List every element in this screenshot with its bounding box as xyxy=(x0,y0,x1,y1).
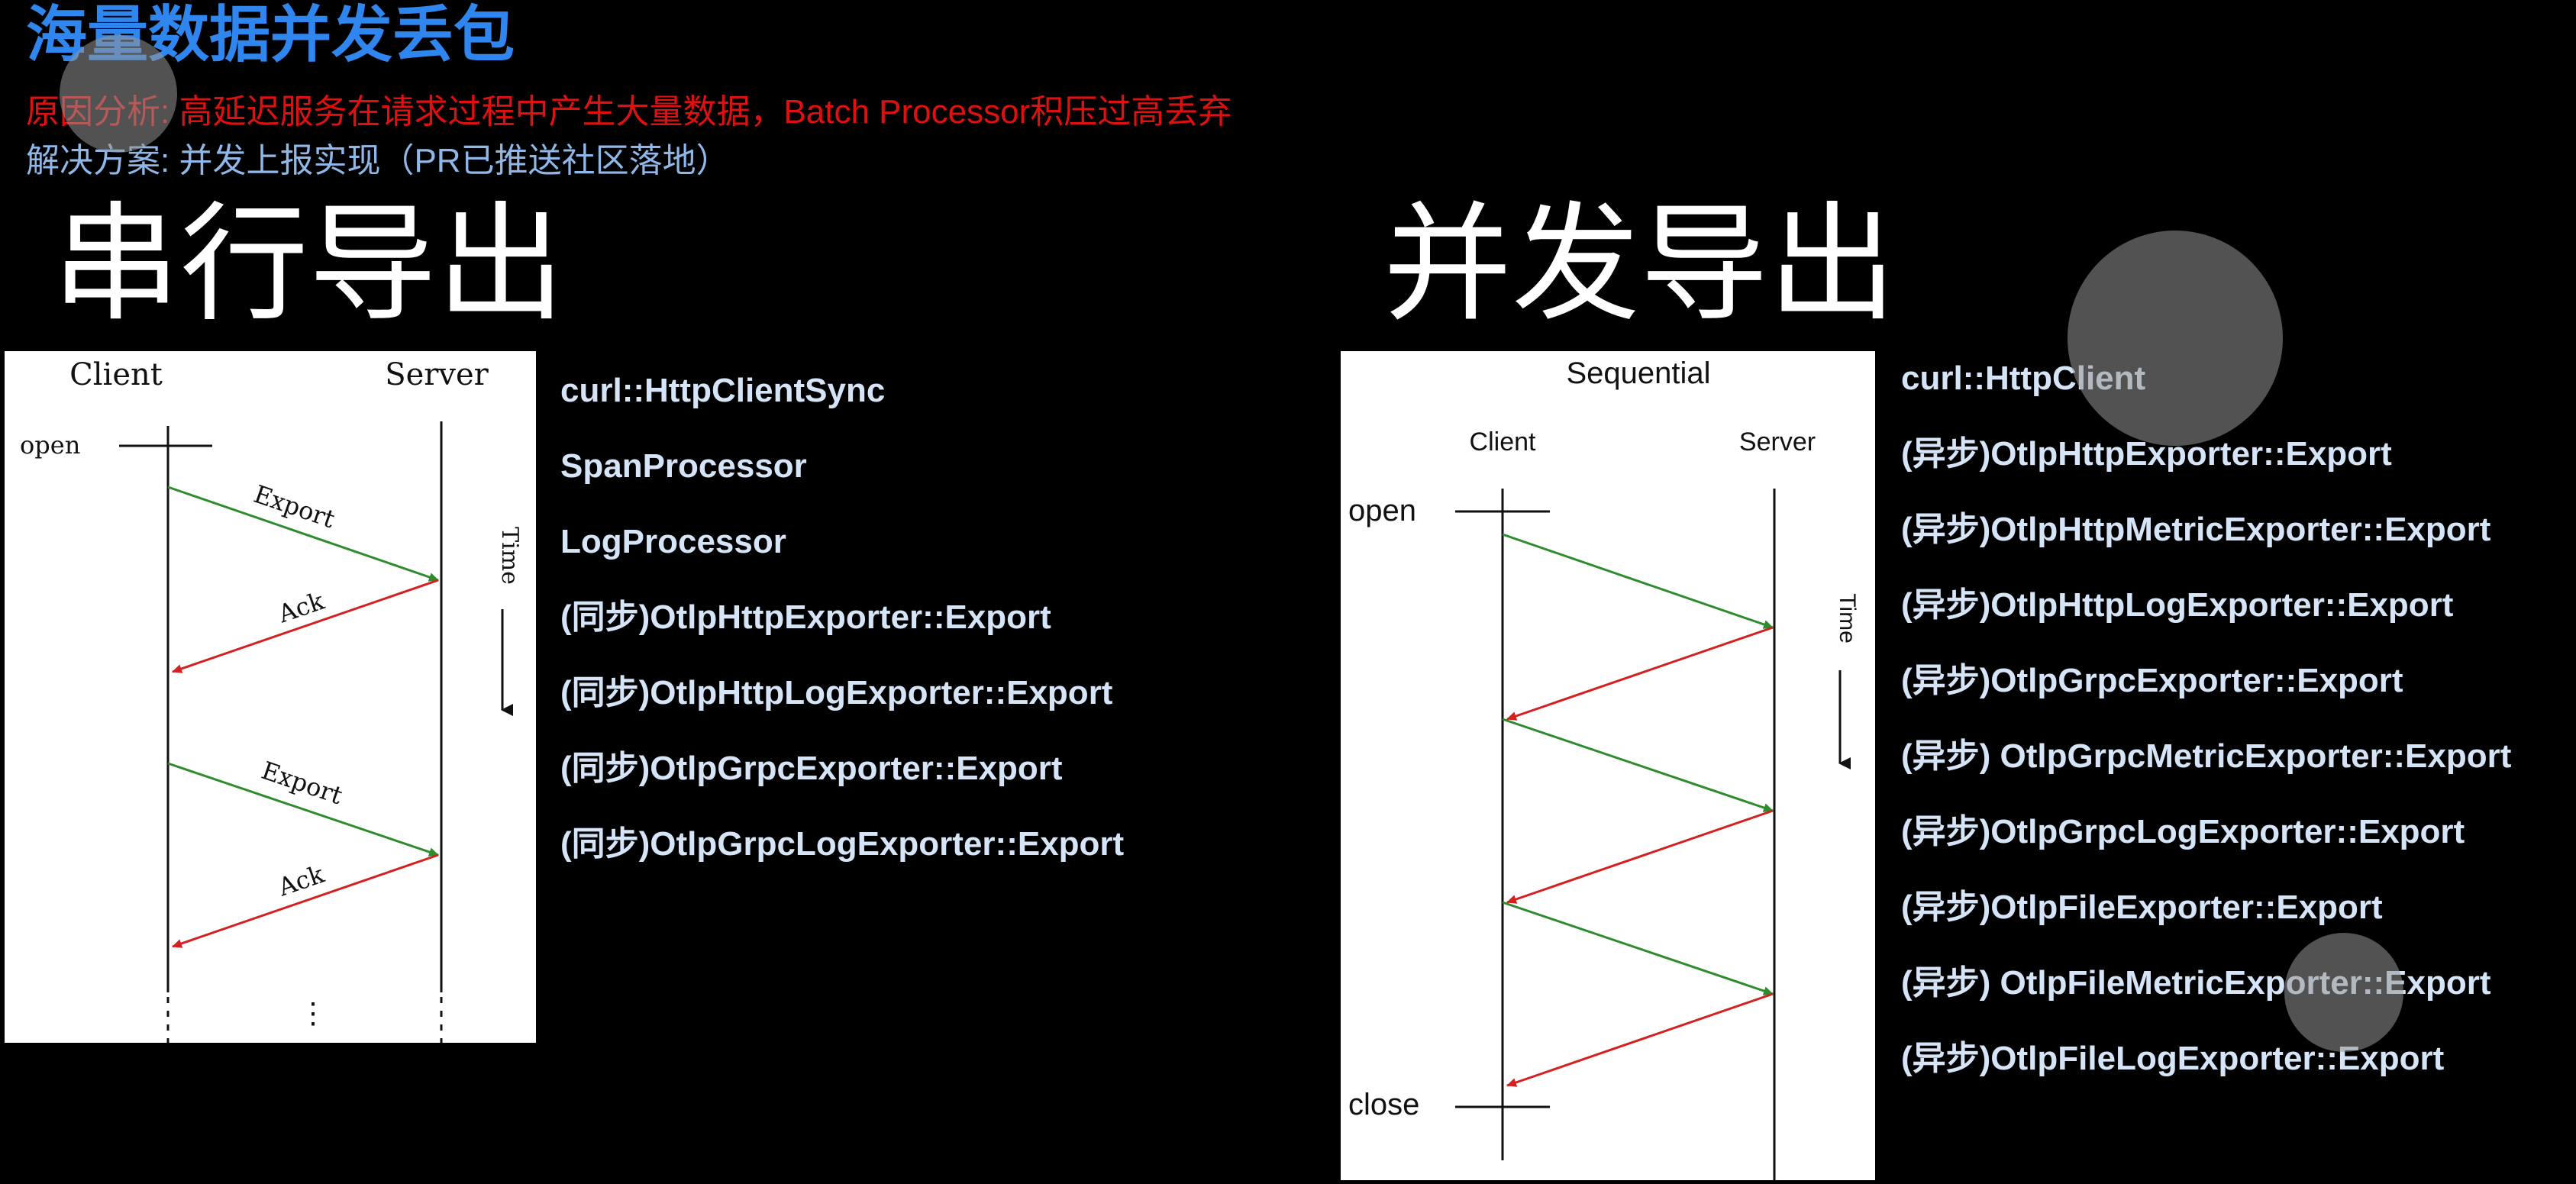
ack-arrow-2 xyxy=(172,853,439,948)
response-arrow-1 xyxy=(1506,626,1774,721)
list-item: LogProcessor xyxy=(560,523,786,560)
list-item: (异步)OtlpFileExporter::Export xyxy=(1901,889,2383,926)
ack-label-1: Ack xyxy=(274,586,328,629)
request-arrow-1 xyxy=(1502,533,1774,629)
list-item: (异步)OtlpGrpcExporter::Export xyxy=(1901,662,2403,699)
diagram-title: Sequential xyxy=(1566,356,1710,390)
concurrent-sequence-diagram: Sequential Client Server open close Time xyxy=(1341,351,1875,1180)
list-item: (同步)OtlpHttpExporter::Export xyxy=(560,598,1051,636)
client-label: Client xyxy=(1470,427,1536,457)
highlight-circle xyxy=(2284,933,2403,1052)
server-label: Server xyxy=(385,357,489,392)
continuation-ellipsis: ⋮ xyxy=(299,996,328,1030)
concurrent-diagram-svg: Sequential Client Server open close Time xyxy=(1348,356,1860,1180)
ack-arrow-1 xyxy=(172,579,439,673)
close-label: close xyxy=(1348,1088,1419,1121)
list-item: (异步)OtlpHttpMetricExporter::Export xyxy=(1901,511,2491,548)
serial-api-list: curl::HttpClientSync SpanProcessor LogPr… xyxy=(560,353,1124,882)
list-item: (异步)OtlpHttpLogExporter::Export xyxy=(1901,586,2454,624)
list-item: curl::HttpClientSync xyxy=(560,372,886,409)
export-label-2: Export xyxy=(258,756,347,811)
list-item: (异步) OtlpGrpcMetricExporter::Export xyxy=(1901,737,2512,775)
response-arrow-2 xyxy=(1506,809,1774,904)
open-label: open xyxy=(20,431,80,460)
time-label: Time xyxy=(496,527,523,585)
list-item: (同步)OtlpGrpcLogExporter::Export xyxy=(560,825,1125,863)
list-item: (同步)OtlpGrpcExporter::Export xyxy=(560,750,1063,787)
export-label-1: Export xyxy=(250,479,339,534)
server-label: Server xyxy=(1739,427,1816,457)
highlight-circle xyxy=(60,35,177,153)
serial-sequence-diagram: Client Server open Time Export Ack Expor… xyxy=(5,351,536,1043)
export-arrow-2 xyxy=(167,762,439,857)
list-item: (异步)OtlpGrpcLogExporter::Export xyxy=(1901,813,2465,850)
cause-analysis-text: 原因分析: 高延迟服务在请求过程中产生大量数据，Batch Processor积… xyxy=(26,93,1232,131)
time-label: Time xyxy=(1835,593,1860,644)
serial-diagram-svg: Client Server open Time Export Ack Expor… xyxy=(20,357,523,1043)
request-arrow-2 xyxy=(1502,718,1774,812)
export-arrow-1 xyxy=(167,486,439,582)
list-item: (异步)OtlpFileLogExporter::Export xyxy=(1901,1040,2445,1077)
concurrent-export-heading: 并发导出 xyxy=(1383,189,1896,339)
solution-text: 解决方案: 并发上报实现（PR已推送社区落地） xyxy=(26,142,730,179)
list-item: (同步)OtlpHttpLogExporter::Export xyxy=(560,674,1113,711)
highlight-circle xyxy=(2068,231,2283,446)
request-arrow-3 xyxy=(1502,901,1774,995)
concurrent-api-list: curl::HttpClient (异步)OtlpHttpExporter::E… xyxy=(1901,340,2511,1096)
response-arrow-3 xyxy=(1506,992,1774,1087)
open-label: open xyxy=(1348,494,1416,527)
list-item: SpanProcessor xyxy=(560,447,807,485)
client-label: Client xyxy=(69,357,163,392)
serial-export-heading: 串行导出 xyxy=(52,189,565,339)
list-item: (异步) OtlpFileMetricExporter::Export xyxy=(1901,964,2491,1002)
